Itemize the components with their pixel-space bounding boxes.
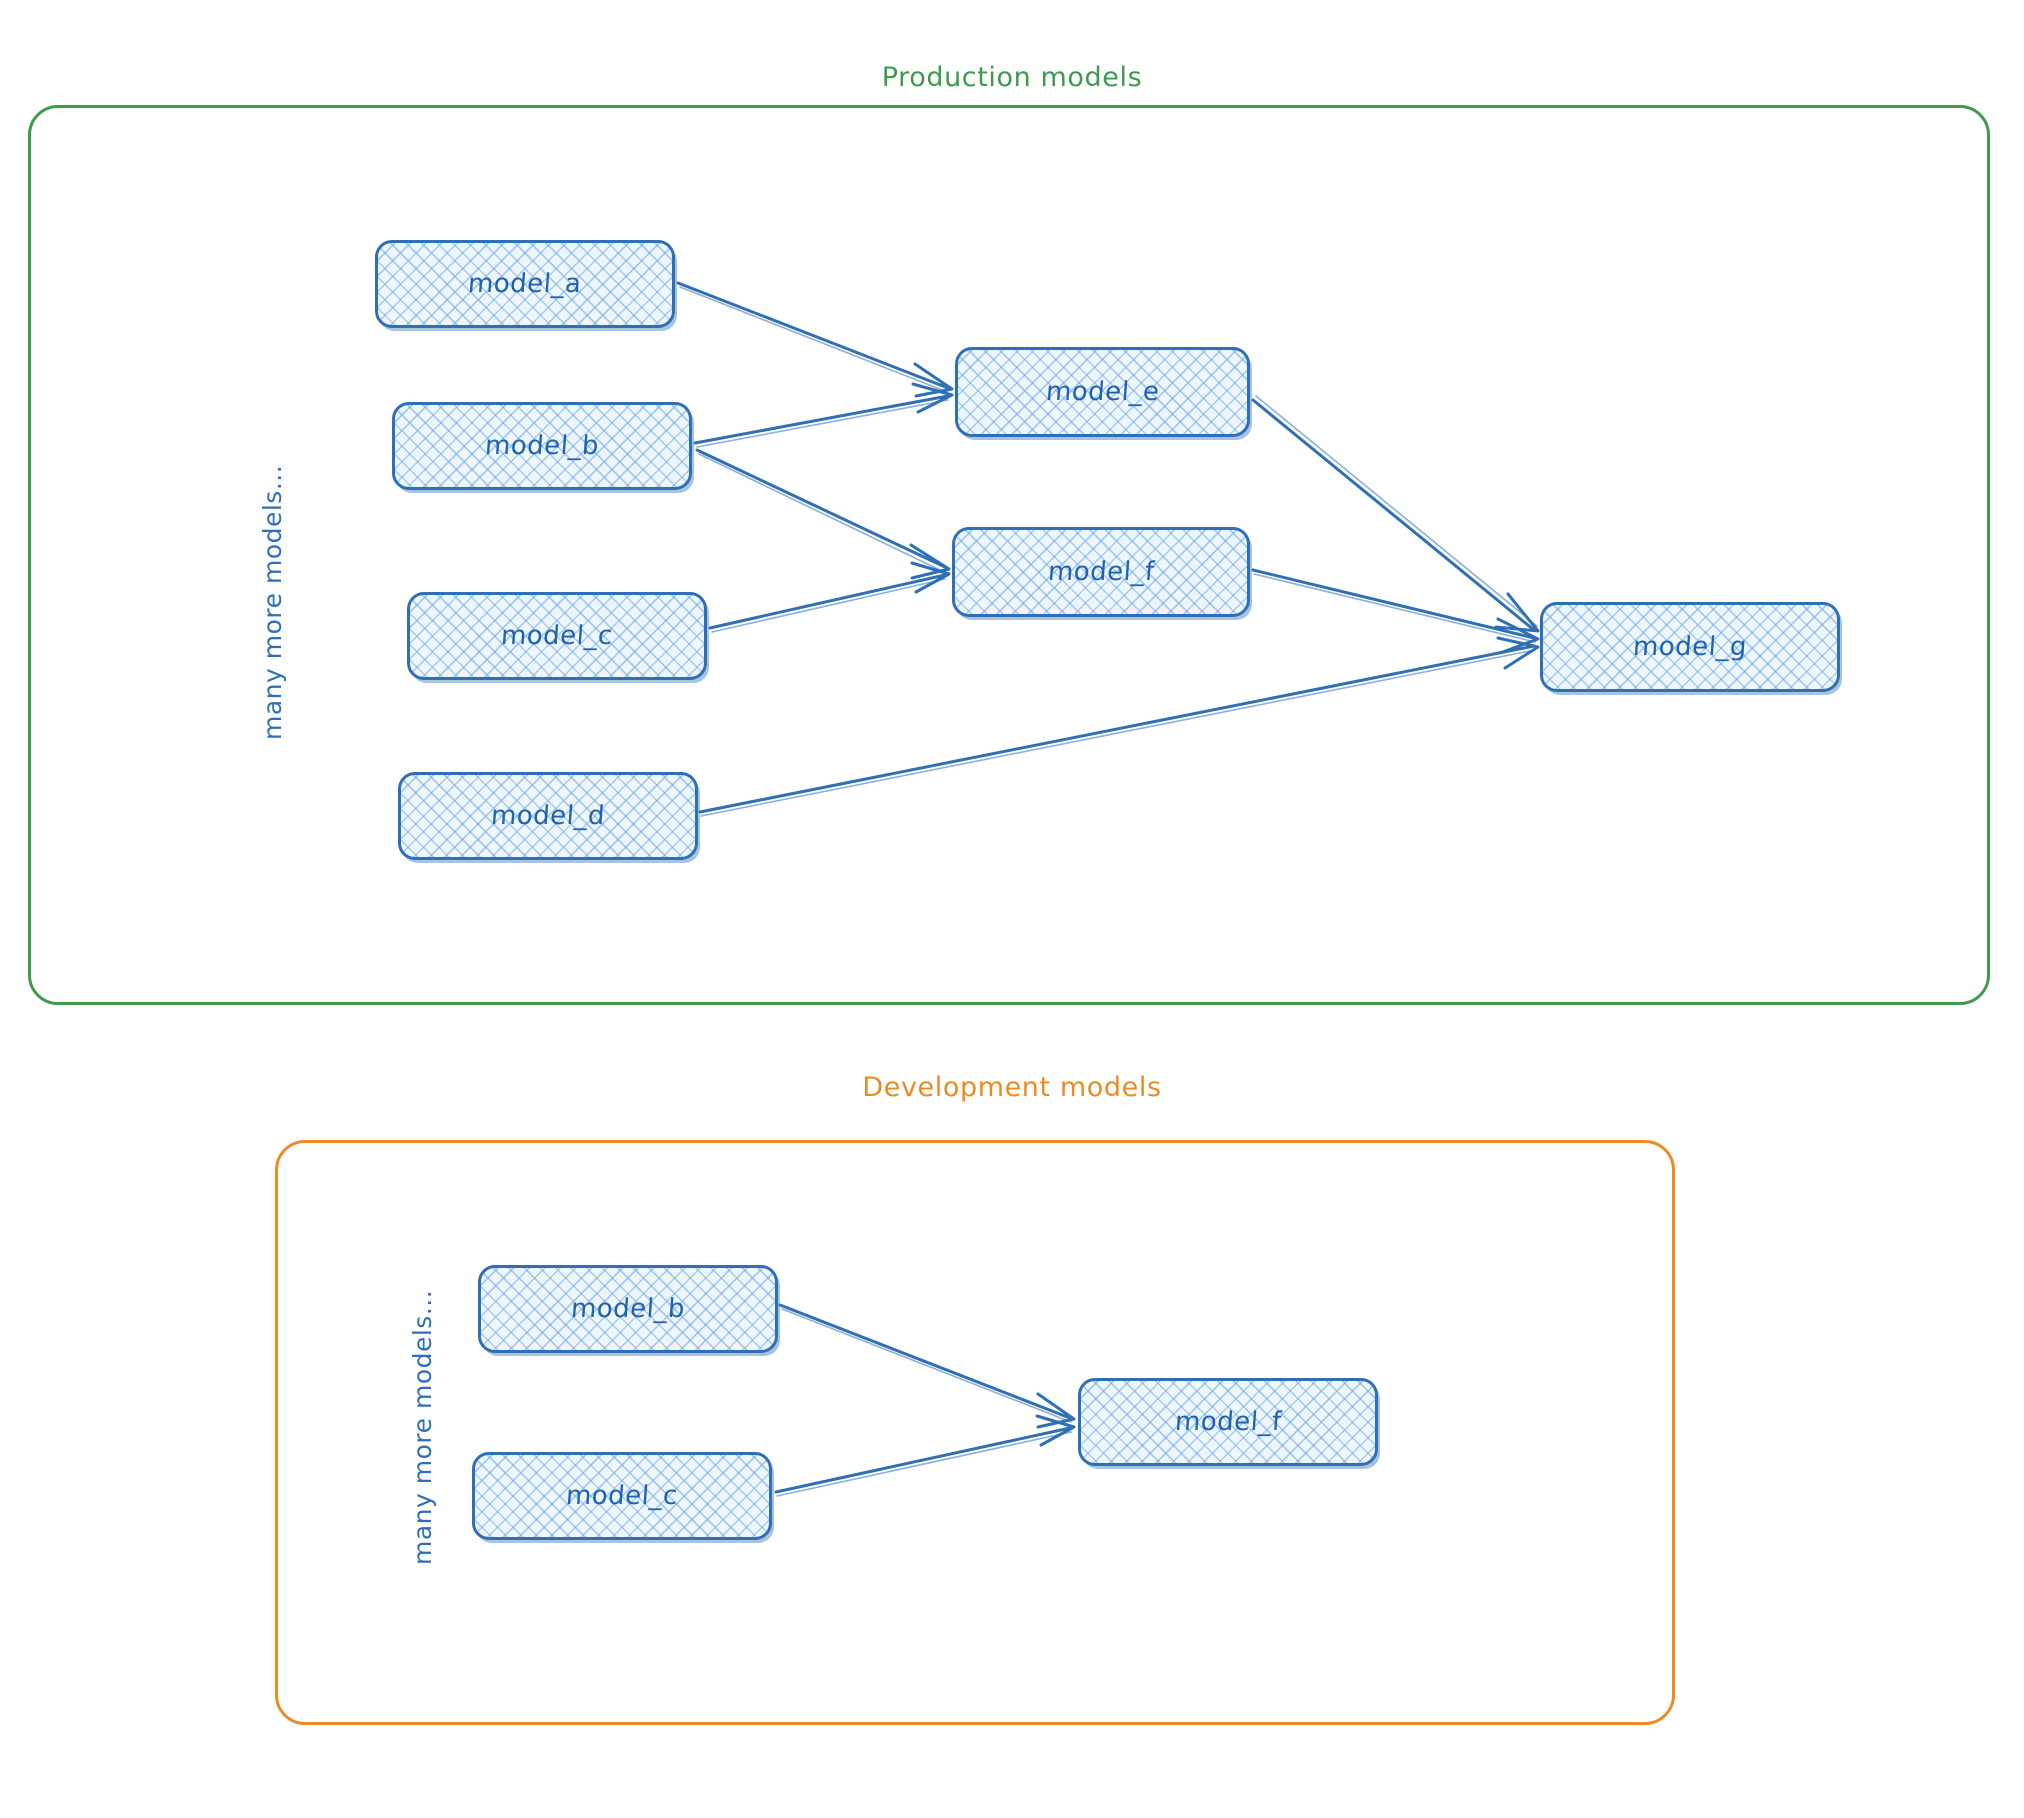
node-label: model_b — [483, 431, 601, 461]
node-label: model_b — [569, 1294, 687, 1324]
development-group-title: Development models — [862, 1072, 1162, 1103]
development-group-frame — [275, 1140, 1675, 1725]
node-label: model_g — [1631, 632, 1749, 662]
node-prod-model-f[interactable]: model_f — [952, 527, 1250, 617]
node-prod-model-d[interactable]: model_d — [398, 772, 698, 860]
node-label: model_e — [1044, 377, 1161, 407]
node-dev-model-f[interactable]: model_f — [1078, 1378, 1378, 1466]
node-prod-model-b[interactable]: model_b — [392, 402, 692, 490]
node-prod-model-g[interactable]: model_g — [1540, 602, 1840, 692]
node-label: model_c — [565, 1481, 679, 1511]
node-label: model_a — [467, 269, 583, 299]
production-group — [28, 105, 1990, 1005]
node-label: model_d — [489, 801, 607, 831]
production-group-title: Production models — [881, 62, 1143, 93]
node-label: model_c — [500, 621, 614, 651]
node-label: model_f — [1173, 1407, 1283, 1437]
production-group-frame — [28, 105, 1990, 1005]
development-side-label: many more models... — [408, 1289, 437, 1565]
production-side-label: many more models... — [258, 464, 287, 740]
node-dev-model-c[interactable]: model_c — [472, 1452, 772, 1540]
node-label: model_f — [1046, 557, 1156, 587]
node-dev-model-b[interactable]: model_b — [478, 1265, 778, 1353]
node-prod-model-e[interactable]: model_e — [955, 347, 1250, 437]
node-prod-model-c[interactable]: model_c — [407, 592, 707, 680]
development-group — [275, 1140, 1675, 1725]
node-prod-model-a[interactable]: model_a — [375, 240, 675, 328]
